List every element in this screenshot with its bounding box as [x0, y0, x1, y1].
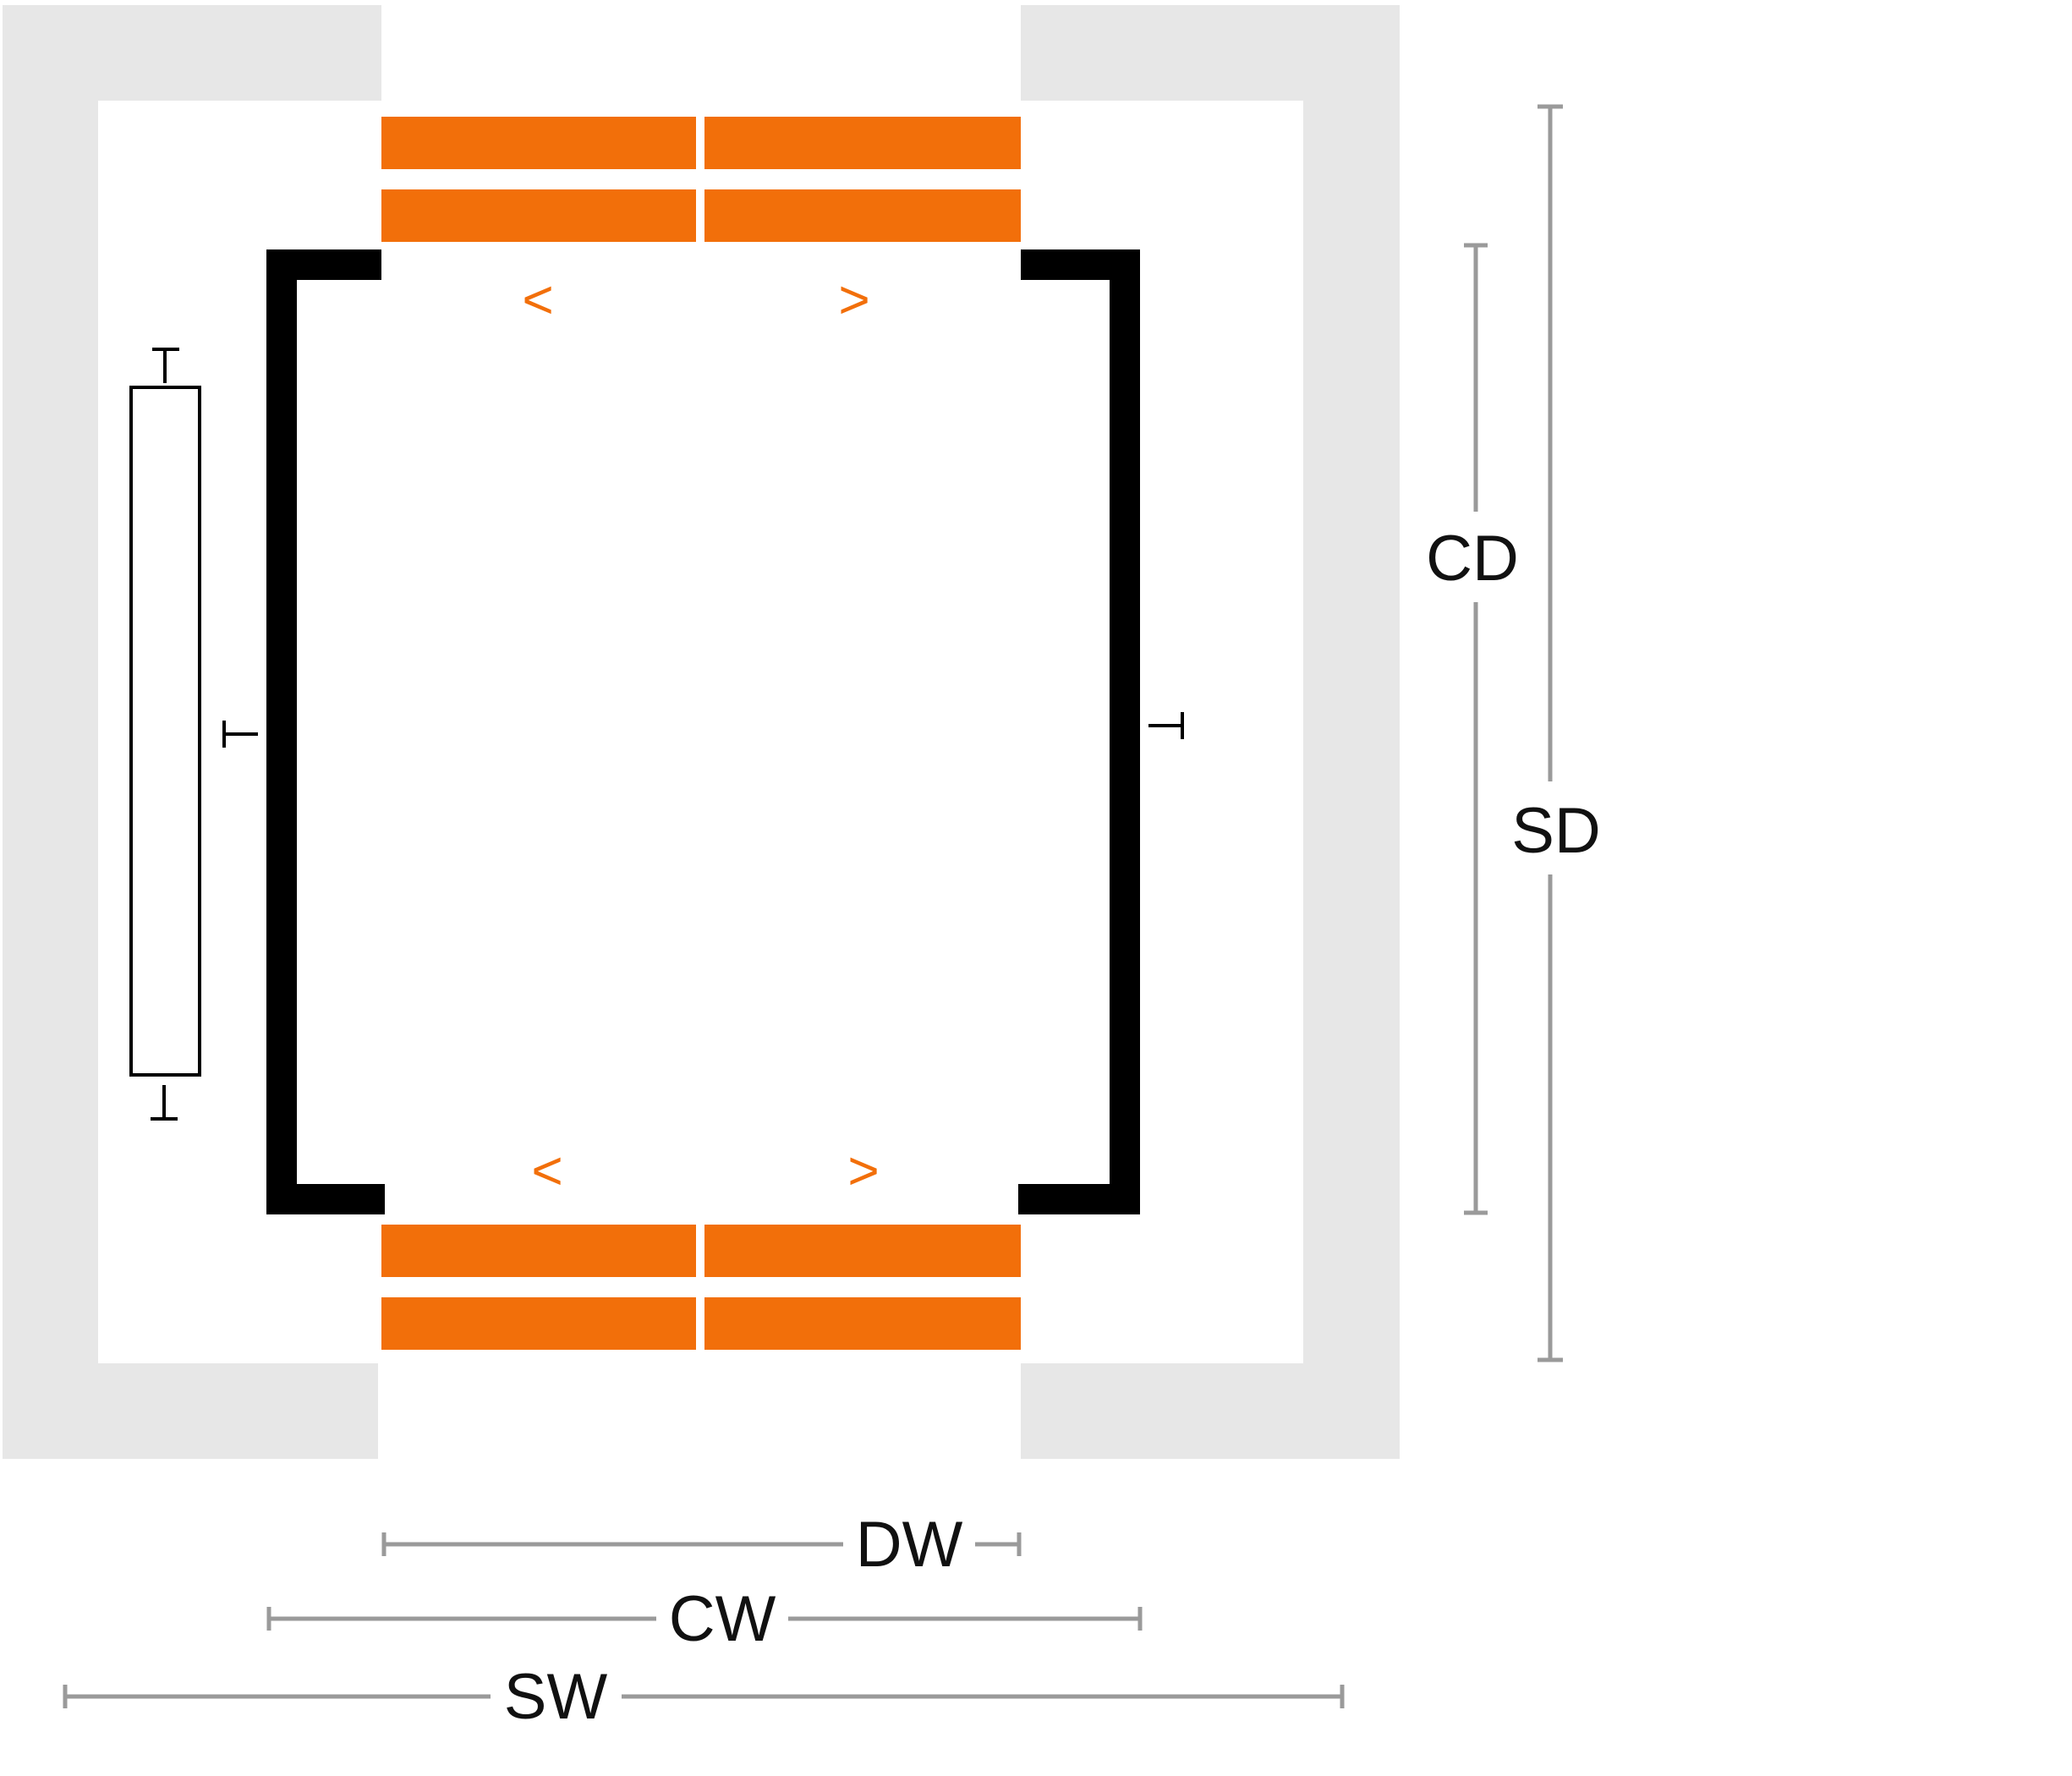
dimension-car-width: CW — [266, 1583, 1143, 1655]
door-panel-top-2-left — [381, 189, 696, 242]
car-wall-right — [1018, 249, 1140, 1214]
rail-marker-left — [222, 721, 258, 748]
doors-top — [381, 117, 1021, 242]
dimension-shaft-width: SW — [63, 1661, 1345, 1733]
door-panel-top-2-right — [704, 189, 1021, 242]
shaft-depth-label: SD — [1511, 795, 1601, 867]
door-arrow-bottom-left: < — [531, 1140, 562, 1201]
shaft-wall-left — [3, 5, 381, 1459]
rail-marker-counterweight-top — [152, 348, 179, 383]
door-panel-top-1-left — [381, 117, 696, 169]
door-panel-bottom-2-left — [381, 1297, 696, 1350]
door-arrow-top-left: < — [522, 269, 553, 330]
doors-bottom — [381, 1225, 1021, 1350]
shaft-width-label: SW — [504, 1661, 608, 1733]
shaft-walls — [3, 5, 1400, 1459]
car-depth-label: CD — [1426, 523, 1519, 595]
door-panel-bottom-1-right — [704, 1225, 1021, 1277]
dimension-door-width: DW — [381, 1509, 1022, 1581]
dimension-shaft-depth: SD — [1511, 104, 1601, 1362]
door-width-label: DW — [856, 1509, 963, 1581]
counterweight — [129, 386, 201, 1077]
door-arrow-bottom-right: > — [847, 1140, 879, 1201]
door-panel-top-1-right — [704, 117, 1021, 169]
door-panel-bottom-2-right — [704, 1297, 1021, 1350]
rail-marker-counterweight-bottom — [151, 1085, 178, 1121]
dimension-car-depth: CD — [1426, 243, 1519, 1215]
door-panel-bottom-1-left — [381, 1225, 696, 1277]
door-arrow-top-right: > — [838, 269, 869, 330]
rail-marker-right — [1148, 712, 1184, 739]
shaft-wall-right — [1021, 5, 1400, 1459]
car-width-label: CW — [669, 1583, 776, 1655]
car-wall-left — [266, 249, 385, 1214]
